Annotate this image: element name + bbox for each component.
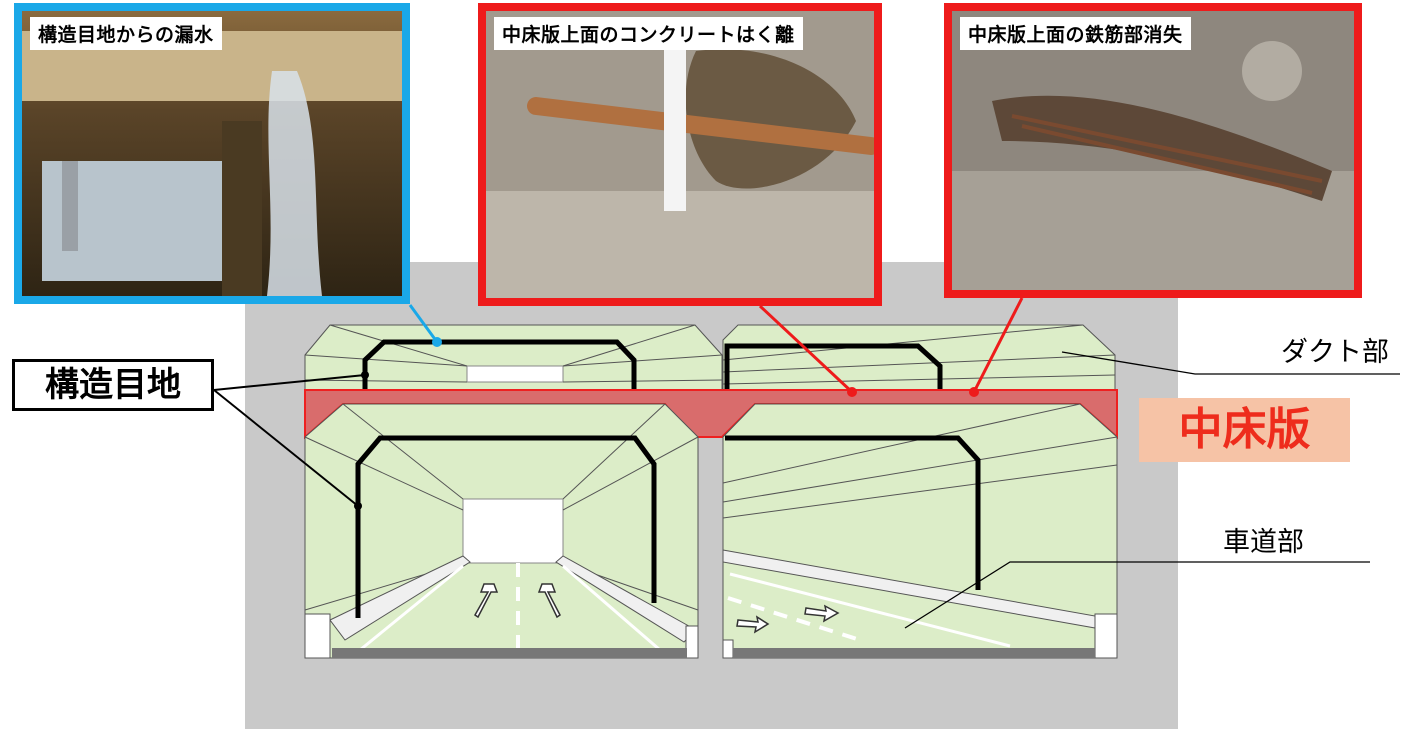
photo-concrete-spalling: 中床版上面のコンクリートはく離 (478, 3, 882, 306)
arrow-icon-right-2 (804, 604, 840, 623)
photo-leak-at-joint: 構造目地からの漏水 (14, 3, 410, 304)
photo-leak-caption: 構造目地からの漏水 (30, 17, 222, 50)
leader-lines (213, 297, 1400, 629)
right-duct-section (722, 324, 1116, 392)
arrow-icon-left-2 (537, 583, 561, 619)
duct-section-label: ダクト部 (1281, 337, 1389, 368)
photo-rebar-loss: 中床版上面の鉄筋部消失 (944, 3, 1362, 298)
photo-rebar-caption: 中床版上面の鉄筋部消失 (960, 17, 1191, 50)
mid-slab-label: 中床版 (1139, 398, 1350, 462)
arrow-icon-right-1 (736, 615, 770, 634)
photo-spall-caption: 中床版上面のコンクリートはく離 (494, 17, 803, 50)
right-roadway-section (722, 403, 1118, 659)
left-duct-section (304, 324, 723, 392)
arrow-icon-left-1 (474, 583, 499, 619)
structural-joint-label: 構造目地 (12, 359, 214, 411)
left-roadway-section (304, 403, 699, 659)
roadway-section-label: 車道部 (1223, 527, 1304, 558)
